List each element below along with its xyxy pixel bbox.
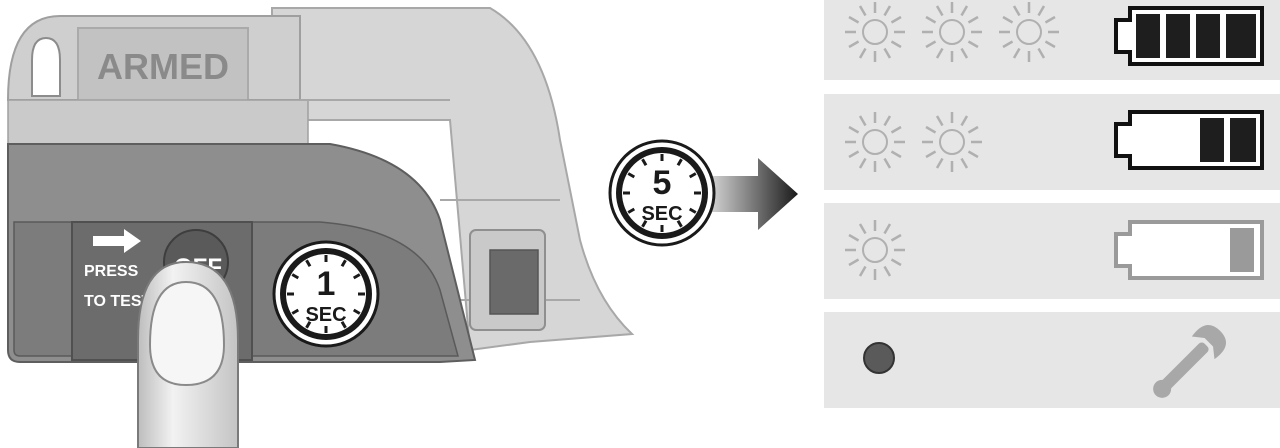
status-legend xyxy=(824,0,1280,408)
battery-bar xyxy=(1226,14,1256,58)
device-ledge xyxy=(8,100,308,144)
armed-label: ARMED xyxy=(97,46,229,87)
battery-bar xyxy=(1230,228,1254,272)
fingernail xyxy=(150,282,224,385)
keyhole-slot xyxy=(32,38,60,96)
battery-full-icon xyxy=(1116,8,1262,64)
battery-bar xyxy=(1196,14,1220,58)
battery-bar xyxy=(1200,118,1224,162)
battery-half-icon xyxy=(1116,112,1262,168)
battery-low-icon xyxy=(1116,222,1262,278)
timer-unit: SEC xyxy=(305,304,346,326)
press-duration-timer: 1 SEC xyxy=(274,242,378,346)
timer-number: 5 xyxy=(653,164,672,202)
solid-indicator-dot xyxy=(864,343,894,373)
timer-unit: SEC xyxy=(641,203,682,225)
press-to-test-label-line1: PRESS xyxy=(84,263,139,280)
battery-bar xyxy=(1230,118,1256,162)
timer-number: 1 xyxy=(317,265,336,303)
battery-bar xyxy=(1166,14,1190,58)
battery-bar xyxy=(1136,14,1160,58)
device: ARMED PRESS TO TEST OFF 1 SEC xyxy=(8,8,632,448)
result-delay-timer: 5 SEC xyxy=(610,141,798,245)
device-window-inner xyxy=(490,250,538,314)
